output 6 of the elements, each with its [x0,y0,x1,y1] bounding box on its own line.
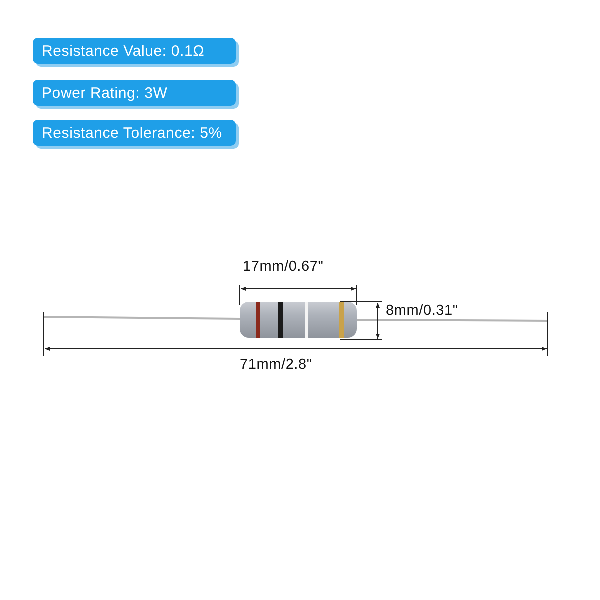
spec-banner: Power Rating: 3W [33,80,236,106]
dimension-label: 17mm/0.67" [243,259,324,275]
dimension-label: 71mm/2.8" [240,357,312,373]
spec-banner: Resistance Tolerance: 5% [33,120,236,146]
spec-banner: Resistance Value: 0.1Ω [33,38,236,64]
dimension-label: 8mm/0.31" [386,303,458,319]
